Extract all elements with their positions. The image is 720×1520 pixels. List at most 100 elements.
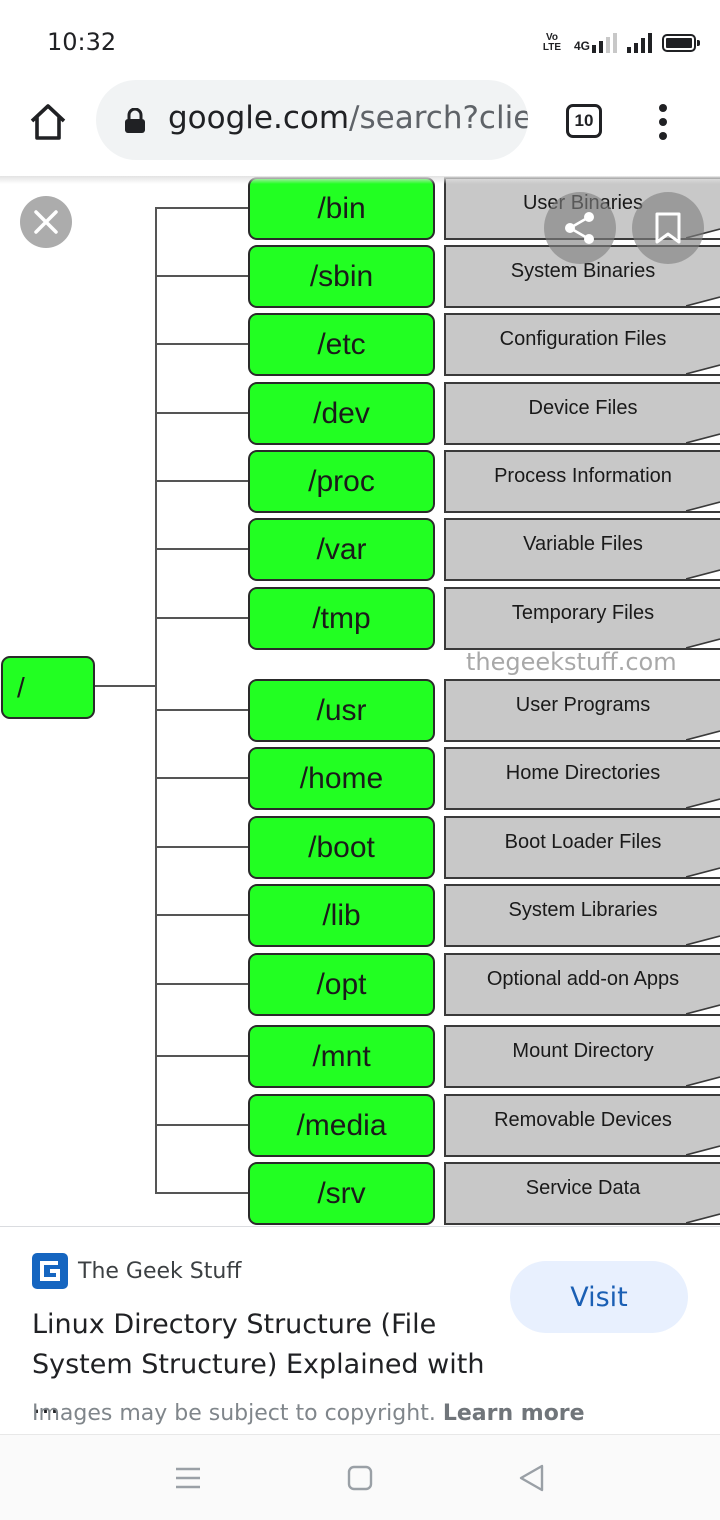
home-button[interactable] — [24, 98, 72, 146]
directory-description-box: Mount Directory — [444, 1025, 720, 1088]
status-time: 10:32 — [47, 28, 117, 56]
directory-description-box: Device Files — [444, 382, 720, 445]
directory-description-box: Optional add-on Apps — [444, 953, 720, 1016]
watermark: thegeekstuff.com — [466, 648, 677, 676]
tree-branch-line — [155, 1192, 249, 1194]
directory-box: /srv — [248, 1162, 435, 1225]
recents-button[interactable] — [171, 1461, 205, 1495]
directory-box: /dev — [248, 382, 435, 445]
directory-description: Process Information — [494, 465, 672, 487]
tree-branch-line — [155, 617, 249, 619]
signal-sim1-icon — [592, 33, 617, 53]
more-options-icon[interactable] — [648, 98, 678, 146]
status-icons: Vo LTE 4G — [540, 30, 700, 56]
directory-description-box: User Programs — [444, 679, 720, 742]
back-button[interactable] — [514, 1461, 548, 1495]
share-button[interactable] — [544, 192, 616, 264]
directory-box: /sbin — [248, 245, 435, 308]
root-directory-box: / — [1, 656, 95, 719]
tab-switcher-button[interactable]: 10 — [566, 104, 602, 138]
directory-description-box: Temporary Files — [444, 587, 720, 650]
directory-description-box: Removable Devices — [444, 1094, 720, 1157]
directory-description-box: Process Information — [444, 450, 720, 513]
directory-description-box: Home Directories — [444, 747, 720, 810]
tree-branch-line — [155, 207, 249, 209]
directory-description-box: Variable Files — [444, 518, 720, 581]
tree-branch-line — [155, 412, 249, 414]
page-fold-icon — [686, 364, 720, 374]
directory-box: /lib — [248, 884, 435, 947]
home-nav-button[interactable] — [343, 1461, 377, 1495]
page-fold-icon — [686, 1213, 720, 1223]
directory-description-box: Configuration Files — [444, 313, 720, 376]
directory-description-box: Boot Loader Files — [444, 816, 720, 879]
page-fold-icon — [686, 730, 720, 740]
system-navigation-bar — [0, 1434, 720, 1520]
geek-stuff-logo-icon — [40, 1261, 60, 1281]
directory-box: /media — [248, 1094, 435, 1157]
tree-trunk-line — [155, 207, 157, 1194]
directory-box: /opt — [248, 953, 435, 1016]
directory-box: /bin — [248, 177, 435, 240]
browser-toolbar: google.com/search?clie 10 — [0, 80, 720, 176]
page-fold-icon — [686, 638, 720, 648]
directory-description: User Programs — [515, 694, 651, 716]
learn-more-link[interactable]: Learn more — [442, 1401, 585, 1426]
directory-box: /usr — [248, 679, 435, 742]
mobile-data-icon: 4G — [574, 33, 617, 53]
menu-lines-icon — [176, 1467, 200, 1489]
directory-description: Configuration Files — [499, 328, 667, 350]
tree-branch-line — [155, 846, 249, 848]
directory-box: /boot — [248, 816, 435, 879]
back-triangle-icon — [519, 1464, 544, 1492]
directory-box: /proc — [248, 450, 435, 513]
tree-branch-line — [155, 777, 249, 779]
url-path: /search?clie — [349, 100, 528, 136]
tree-branch-line — [155, 709, 249, 711]
signal-sim2-icon — [627, 33, 652, 53]
directory-description: Home Directories — [505, 762, 661, 784]
close-viewer-button[interactable] — [20, 196, 72, 248]
tab-count: 10 — [574, 111, 594, 130]
bookmark-icon — [655, 212, 681, 244]
directory-box: /etc — [248, 313, 435, 376]
directory-description: Optional add-on Apps — [486, 968, 680, 990]
copyright-notice: Images may be subject to copyright. Lear… — [32, 1401, 585, 1426]
page-fold-icon — [686, 1145, 720, 1155]
directory-box: /mnt — [248, 1025, 435, 1088]
result-title[interactable]: Linux Directory Structure (File System S… — [32, 1309, 485, 1420]
url-text: google.com/search?clie — [168, 100, 528, 136]
directory-description-box: System Binaries — [444, 245, 720, 308]
visit-button[interactable]: Visit — [510, 1261, 688, 1333]
site-logo — [32, 1253, 68, 1289]
lock-icon — [125, 108, 145, 133]
site-name[interactable]: The Geek Stuff — [78, 1259, 242, 1284]
directory-description-box: Service Data — [444, 1162, 720, 1225]
directory-box: /tmp — [248, 587, 435, 650]
page-fold-icon — [686, 867, 720, 877]
directory-description: System Libraries — [508, 899, 658, 921]
directory-description: Removable Devices — [494, 1109, 672, 1131]
tree-branch-line — [155, 983, 249, 985]
directory-description: Boot Loader Files — [504, 831, 662, 853]
page-fold-icon — [686, 935, 720, 945]
close-icon — [34, 210, 58, 234]
page-fold-icon — [686, 798, 720, 808]
address-bar[interactable]: google.com/search?clie — [96, 80, 528, 160]
tree-branch-line — [155, 1055, 249, 1057]
page-fold-icon — [686, 296, 720, 306]
directory-box: /var — [248, 518, 435, 581]
directory-description: System Binaries — [510, 260, 656, 282]
page-fold-icon — [686, 569, 720, 579]
tree-branch-line — [155, 548, 249, 550]
tree-branch-line — [155, 343, 249, 345]
tree-branch-line — [155, 914, 249, 916]
save-image-button[interactable] — [632, 192, 704, 264]
page-fold-icon — [686, 501, 720, 511]
volte-icon: Vo LTE — [542, 32, 562, 53]
battery-icon — [662, 34, 700, 52]
page-fold-icon — [686, 1004, 720, 1014]
home-icon — [30, 104, 66, 140]
directory-description: Device Files — [528, 397, 638, 419]
